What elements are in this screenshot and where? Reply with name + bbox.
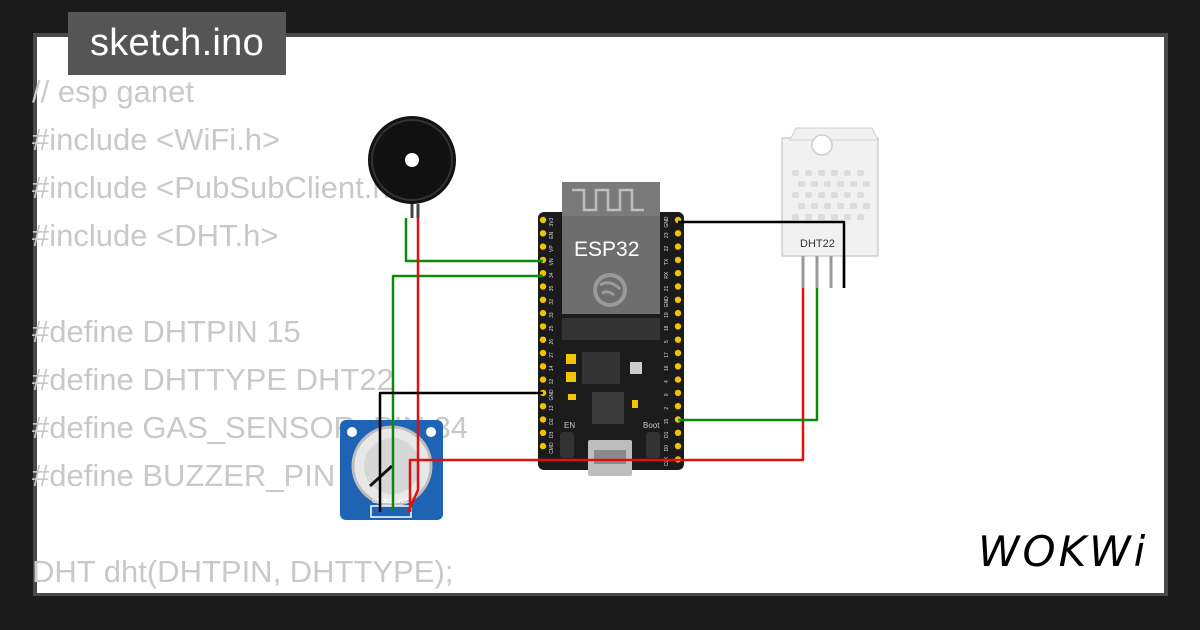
- code-line: // esp ganet: [32, 74, 195, 109]
- esp32-pin[interactable]: [674, 309, 682, 317]
- esp32-pin[interactable]: [674, 270, 682, 277]
- esp32-pin[interactable]: [539, 309, 547, 317]
- boot-button[interactable]: [646, 432, 660, 458]
- pot-pin-vcc: VCC: [397, 499, 410, 505]
- wires: [378, 218, 846, 513]
- esp32-pin-label: EN: [549, 231, 555, 238]
- esp32-pin-label: GND: [664, 216, 670, 228]
- code-line: #include <DHT.h>: [32, 218, 279, 253]
- esp32-pin-label: GND: [549, 389, 555, 401]
- esp32-pin-label: 26: [549, 339, 555, 345]
- code-preview: // esp ganet #include <WiFi.h> #include <P…: [32, 68, 468, 596]
- esp32-pin-label: 22: [664, 246, 670, 252]
- dht22-label: DHT22: [800, 238, 835, 250]
- esp32-pin[interactable]: [539, 336, 547, 343]
- esp32-pin-label: 15: [664, 419, 670, 425]
- dht22-sensor[interactable]: DHT22: [781, 127, 879, 288]
- esp32-pin-label: TX: [664, 258, 670, 265]
- code-line: #define DHTPIN 15: [32, 314, 301, 349]
- esp32-pin[interactable]: [674, 389, 682, 397]
- wokwi-logo: WOKWi: [978, 527, 1149, 576]
- esp32-pin-label: VN: [549, 258, 555, 265]
- esp32-pin-label: 25: [549, 325, 555, 331]
- boot-button-label: Boot: [643, 421, 660, 430]
- esp32-pin-label: 35: [549, 286, 555, 292]
- esp32-pin-label: 5: [664, 340, 670, 343]
- esp32-pin-label: 18: [664, 325, 670, 331]
- code-line: #include <PubSubClient.h>: [32, 170, 408, 205]
- esp32-pin-label: 14: [549, 365, 555, 371]
- esp32-pin-label: 16: [664, 365, 670, 371]
- esp32-pin[interactable]: [674, 283, 682, 290]
- esp32-pin-label: D0: [664, 445, 670, 452]
- esp32-pin[interactable]: [674, 336, 682, 343]
- en-button-label: EN: [564, 421, 575, 430]
- esp32-pin[interactable]: [539, 376, 547, 383]
- esp32-pin[interactable]: [539, 429, 547, 436]
- wire-dht-data-green: [678, 288, 819, 422]
- pot-pin-sig: SIG: [384, 499, 395, 505]
- wire-dht-vcc-red: [408, 288, 805, 512]
- code-line: #define DHTTYPE DHT22: [32, 362, 394, 397]
- esp32-pin-label: 21: [664, 286, 670, 292]
- esp32-pin-label: 32: [549, 299, 555, 305]
- esp32-pin[interactable]: [539, 243, 547, 250]
- esp32-pin[interactable]: [539, 442, 547, 450]
- esp32-label: ESP32: [574, 238, 639, 261]
- esp32-pin[interactable]: [674, 349, 682, 357]
- file-tab[interactable]: sketch.ino: [68, 12, 286, 75]
- esp32-pin[interactable]: [674, 376, 682, 383]
- esp32-pin-label: VP: [549, 245, 555, 252]
- esp32-pin-label: 12: [549, 379, 555, 385]
- esp32-pin[interactable]: [539, 323, 547, 330]
- esp32-pin[interactable]: [539, 216, 547, 224]
- code-line: DHT dht(DHTPIN, DHTTYPE);: [32, 554, 454, 589]
- wire-buzzer-green: [404, 218, 543, 263]
- esp32-pin[interactable]: [674, 363, 682, 370]
- esp32-pin[interactable]: [674, 243, 682, 250]
- esp32-pin-label: CMD: [549, 442, 555, 454]
- code-line: #include <WiFi.h>: [32, 122, 281, 157]
- wire-buzzer-red: [406, 218, 420, 513]
- esp32-pin-label: GND: [664, 296, 670, 308]
- esp32-pin-label: 33: [549, 312, 555, 318]
- esp32-pin[interactable]: [674, 296, 682, 303]
- potentiometer[interactable]: GND SIG VCC: [340, 420, 443, 520]
- esp32-pin[interactable]: [674, 256, 682, 264]
- esp32-pin[interactable]: [539, 416, 547, 423]
- esp32-pin-label: 27: [549, 352, 555, 358]
- esp32-pin[interactable]: [539, 230, 547, 237]
- en-button[interactable]: [560, 432, 574, 458]
- esp32-pin-label: RX: [664, 271, 670, 279]
- esp32-pin[interactable]: [674, 230, 682, 237]
- esp32-pin-label: D2: [549, 418, 555, 425]
- esp32-pin[interactable]: [539, 296, 547, 303]
- esp32-pin-label: 19: [664, 312, 670, 318]
- esp32-pin[interactable]: [539, 283, 547, 290]
- esp32-pin-label: 34: [549, 272, 555, 278]
- esp32-pin[interactable]: [674, 429, 682, 436]
- esp32-pin-label: 13: [549, 405, 555, 411]
- esp32-pin-label: 2: [664, 407, 670, 410]
- esp32-pin[interactable]: [539, 403, 547, 410]
- esp32-pin-label: 4: [664, 380, 670, 383]
- esp32-pin-label: 23: [664, 232, 670, 238]
- code-line: #define BUZZER_PIN: [32, 458, 336, 493]
- esp32-pin[interactable]: [674, 323, 682, 330]
- esp32-pin-label: D1: [664, 431, 670, 438]
- buzzer[interactable]: [368, 116, 456, 218]
- esp32-pin-label: D3: [549, 431, 555, 438]
- esp32-pin[interactable]: [539, 363, 547, 370]
- wire-dht-gnd-black: [678, 220, 846, 288]
- esp32-pin[interactable]: [674, 442, 682, 450]
- esp32-pin[interactable]: [674, 403, 682, 410]
- esp32-pin-label: 0: [664, 393, 670, 396]
- esp32-pin-label: 17: [664, 352, 670, 358]
- wire-pot-sig-green: [391, 274, 543, 512]
- esp32-pin-label: 3V3: [549, 217, 555, 226]
- wire-pot-gnd-black: [378, 391, 543, 512]
- esp32-board[interactable]: ESP32 EN Boot 3V3ENVPVN34353233252627141…: [538, 182, 684, 476]
- esp32-pin[interactable]: [539, 349, 547, 357]
